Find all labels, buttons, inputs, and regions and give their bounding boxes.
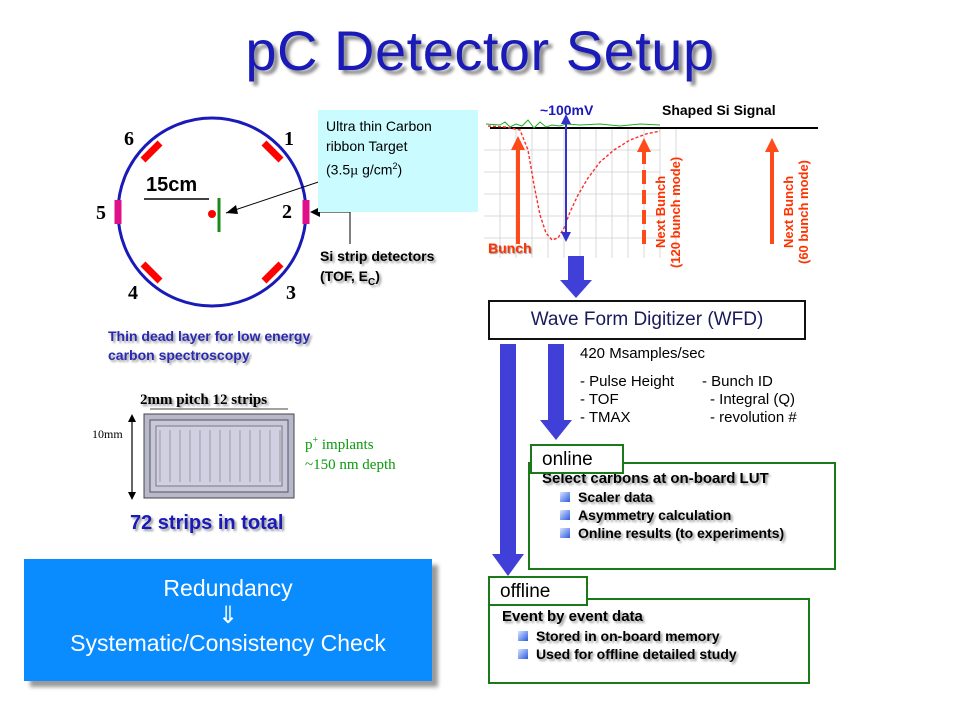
waveform-plot bbox=[484, 114, 820, 260]
wfd-box: Wave Form Digitizer (WFD) bbox=[488, 300, 806, 340]
next-bunch-120-label: Next Bunch(120 bunch mode) bbox=[653, 156, 683, 268]
radius-label: 15cm bbox=[146, 174, 198, 196]
detector-label-3: 3 bbox=[286, 282, 296, 304]
wfd-spec-row: - TOF- Integral (Q) bbox=[580, 391, 796, 408]
callout-line-1: Ultra thin Carbon bbox=[326, 118, 432, 134]
callout-line-2: ribbon Target bbox=[326, 138, 408, 154]
wfd-specs: 420 Msamples/sec - Pulse Height- Bunch I… bbox=[580, 345, 797, 427]
target-callout: Ultra thin Carbon ribbon Target (3.5µ g/… bbox=[318, 110, 478, 212]
si-strip-label: Si strip detectors (TOF, EC) bbox=[320, 248, 435, 288]
offline-panel: Event by event data Stored in on-board m… bbox=[488, 598, 810, 684]
wfd-rate: 420 Msamples/sec bbox=[580, 345, 706, 362]
detector-6 bbox=[140, 140, 163, 163]
offline-heading: Event by event data bbox=[502, 608, 643, 625]
detector-label-2: 2 bbox=[282, 201, 292, 223]
si-strip-pointer bbox=[312, 211, 351, 244]
callout-line-3: (3.5µ g/cm2) bbox=[326, 161, 403, 179]
offline-tab: offline bbox=[488, 576, 588, 606]
online-item: Asymmetry calculation bbox=[560, 507, 834, 523]
amplitude-label: ~100mV bbox=[540, 102, 594, 118]
detector-label-4: 4 bbox=[128, 282, 138, 304]
online-heading: Select carbons at on-board LUT bbox=[542, 470, 769, 487]
online-tab: online bbox=[530, 444, 624, 474]
wfd-spec-row: - TMAX- revolution # bbox=[580, 409, 797, 426]
strip-height-label: 10mm bbox=[92, 427, 123, 441]
arrow-to-online bbox=[540, 344, 572, 440]
down-arrow-icon: ⇓ bbox=[217, 602, 239, 629]
offline-item: Used for offline detailed study bbox=[518, 646, 808, 662]
detector-4 bbox=[140, 261, 163, 284]
detector-label-6: 6 bbox=[124, 128, 134, 150]
online-item: Online results (to experiments) bbox=[560, 525, 834, 541]
arrow-to-wfd bbox=[560, 256, 592, 298]
page-title: pC Detector Setup bbox=[245, 19, 715, 82]
next-bunch-60-label: Next Bunch(60 bunch mode) bbox=[781, 160, 811, 265]
redundancy-box: Redundancy ⇓ Systematic/Consistency Chec… bbox=[24, 559, 432, 681]
signal-label: Shaped Si Signal bbox=[662, 102, 776, 118]
detector-3 bbox=[261, 261, 284, 284]
strip-pitch-label: 2mm pitch 12 strips bbox=[140, 392, 268, 408]
offline-item: Stored in on-board memory bbox=[518, 628, 808, 644]
strips-total: 72 strips in total bbox=[130, 512, 284, 534]
arrow-to-offline bbox=[492, 344, 524, 576]
online-panel: Select carbons at on-board LUT Scaler da… bbox=[528, 462, 836, 570]
wfd-spec-row: - Pulse Height- Bunch ID bbox=[580, 373, 773, 390]
consistency-line: Systematic/Consistency Check bbox=[70, 630, 386, 656]
detector-label-5: 5 bbox=[96, 202, 106, 224]
implant-note: p+ implants ~150 nm depth bbox=[305, 435, 396, 473]
redundancy-line: Redundancy bbox=[163, 575, 293, 601]
bunch-label: Bunch bbox=[488, 240, 532, 256]
online-item: Scaler data bbox=[560, 489, 834, 505]
detector-label-1: 1 bbox=[284, 128, 294, 150]
strip-detector-drawing bbox=[128, 408, 295, 500]
target-point bbox=[208, 210, 216, 218]
dead-layer-note: Thin dead layer for low energy carbon sp… bbox=[108, 328, 311, 363]
detector-1 bbox=[261, 140, 284, 163]
